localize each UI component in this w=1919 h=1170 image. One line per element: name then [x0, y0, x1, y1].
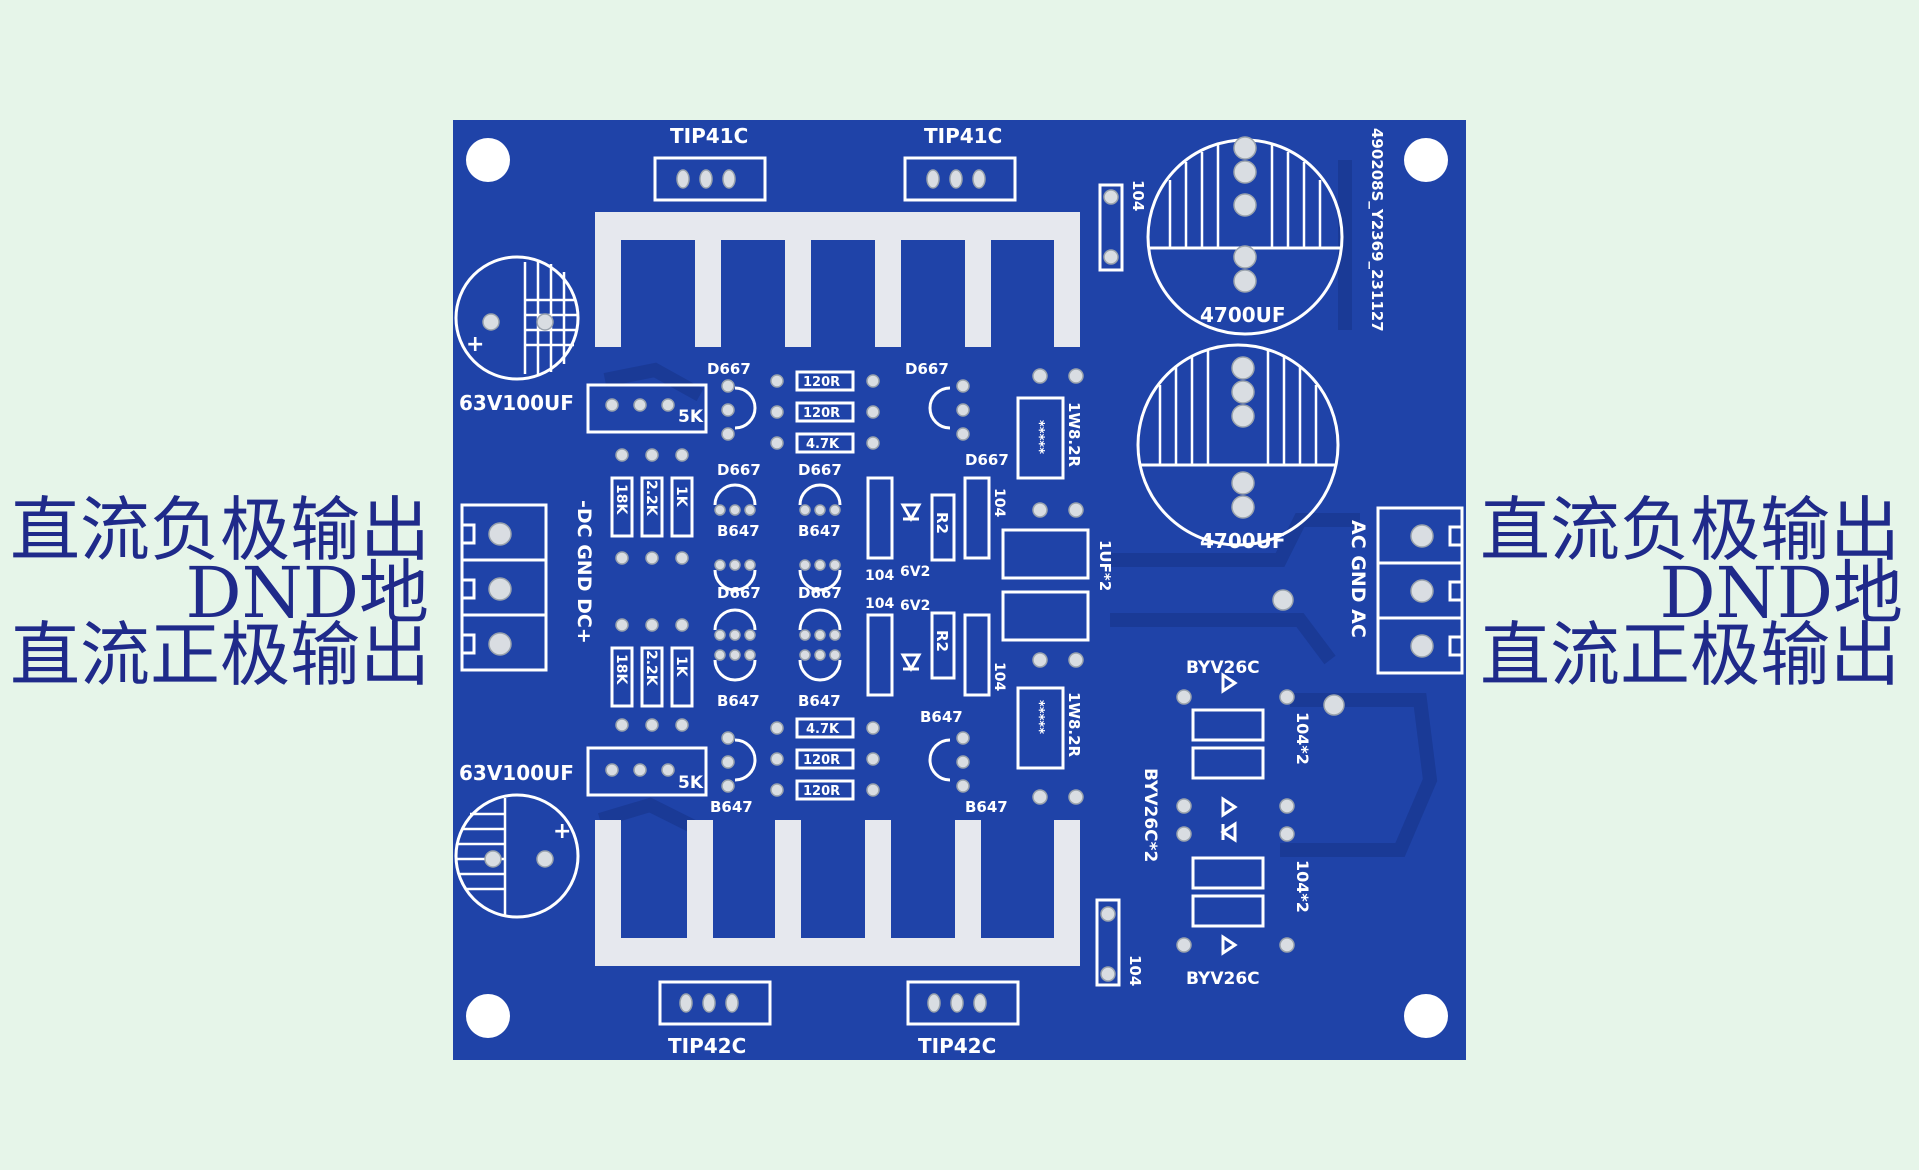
trimmer-5k-top	[586, 383, 708, 434]
rectifier-section	[1176, 589, 1345, 956]
label-r2-top: R2	[933, 512, 951, 534]
label-r1k-bottom: 1K	[673, 656, 689, 678]
cap-63v100uf-bottom	[454, 793, 580, 919]
dc-output-terminal	[460, 503, 548, 672]
small-transistors	[713, 386, 951, 782]
label-104x2-top: 104*2	[1293, 712, 1312, 765]
label-r120-1: 120R	[803, 375, 840, 390]
label-6v2-top: 6V2	[900, 564, 930, 580]
right-label-dc-positive: 直流正极输出	[1480, 614, 1900, 696]
board-id: 490208S_Y2369_231127	[1368, 128, 1386, 332]
right-label-ground: DND地	[1659, 552, 1904, 634]
label-tip41c-left: TIP41C	[670, 124, 748, 148]
label-stars-bottom: *****	[1031, 700, 1046, 734]
label-d667-2: D667	[905, 360, 949, 378]
label-trim-5k-bottom: 5K	[678, 773, 704, 793]
label-d667-1: D667	[707, 360, 751, 378]
label-d667-4: D667	[798, 461, 842, 479]
resistor-stack-top	[770, 370, 880, 454]
heatsink-top	[595, 212, 1080, 347]
label-c104-top: 104	[1129, 180, 1147, 211]
mounting-holes	[466, 138, 1448, 1038]
center-components	[866, 476, 991, 697]
label-ac-terminal: AC GND AC	[1347, 520, 1369, 638]
label-c104-center-bottom: 104	[865, 596, 894, 612]
label-cap-63v100uf-bottom: 63V100UF	[459, 761, 574, 785]
label-r18k-bottom: 18K	[613, 654, 629, 685]
label-1w82r-top: 1W8.2R	[1065, 402, 1083, 468]
label-b647-1: B647	[717, 522, 760, 540]
label-b647-5: B647	[920, 708, 963, 726]
label-r47k-bottom: 4.7K	[806, 722, 840, 737]
label-trim-5k-top: 5K	[678, 407, 704, 427]
label-d667-5: D667	[965, 451, 1009, 469]
right-label-dc-negative: 直流负极输出	[1480, 489, 1900, 571]
label-r47k-top: 4.7K	[806, 437, 840, 452]
label-r22k-bottom: 2.2K	[643, 650, 659, 687]
label-c104-bottom: 104	[1126, 955, 1144, 986]
resistor-stack-bottom	[770, 717, 880, 801]
label-d667-7: D667	[798, 584, 842, 602]
trimmer-5k-bottom	[586, 746, 708, 797]
label-c104-side-top: 104	[991, 488, 1007, 517]
label-c104-side-bottom: 104	[991, 662, 1007, 691]
label-byv26c-x2: BYV26C*2	[1140, 768, 1160, 862]
cap-4700uf-top	[1146, 136, 1344, 336]
resistor-array-left	[610, 448, 694, 732]
label-1uf: 1UF*2	[1096, 540, 1114, 591]
transistor-pads	[714, 379, 970, 793]
cap-1uf-pair	[1001, 528, 1090, 642]
plus-bottom: +	[553, 819, 571, 844]
ac-input-terminal	[1376, 506, 1464, 675]
label-b647-3: B647	[717, 692, 760, 710]
label-r1k-top: 1K	[673, 486, 689, 508]
label-b647-4: B647	[798, 692, 841, 710]
left-label-dc-positive: 直流正极输出	[10, 614, 430, 696]
heatsink-bottom	[595, 820, 1080, 966]
power-resistors	[1016, 368, 1084, 805]
label-b647-6: B647	[710, 798, 753, 816]
label-cap-63v100uf-top: 63V100UF	[459, 391, 574, 415]
label-byv26c-top: BYV26C	[1186, 658, 1260, 678]
label-r120-2: 120R	[803, 406, 840, 421]
label-tip41c-right: TIP41C	[924, 124, 1002, 148]
cap-104-top	[1098, 183, 1124, 272]
label-d667-6: D667	[717, 584, 761, 602]
label-tip42c-left: TIP42C	[668, 1034, 746, 1058]
label-d667-3: D667	[717, 461, 761, 479]
left-label-ground: DND地	[185, 552, 430, 634]
label-byv26c-bottom: BYV26C	[1186, 969, 1260, 989]
copper-traces	[597, 160, 1438, 857]
left-label-dc-negative: 直流负极输出	[10, 489, 430, 571]
label-r2-bottom: R2	[933, 630, 951, 652]
label-104x2-bottom: 104*2	[1293, 860, 1312, 913]
cap-104-bottom	[1095, 898, 1121, 987]
label-cap-4700uf-bottom: 4700UF	[1200, 529, 1286, 553]
label-r120-3: 120R	[803, 753, 840, 768]
cap-4700uf-bottom	[1136, 343, 1340, 547]
label-stars-top: *****	[1031, 420, 1046, 454]
label-1w82r-bottom: 1W8.2R	[1065, 692, 1083, 758]
label-tip42c-right: TIP42C	[918, 1034, 996, 1058]
label-r22k-top: 2.2K	[643, 480, 659, 517]
label-r18k-top: 18K	[613, 484, 629, 515]
label-dc-terminal: -DC GND DC+	[573, 500, 595, 644]
label-cap-4700uf-top: 4700UF	[1200, 303, 1286, 327]
label-c104-center-top: 104	[865, 568, 894, 584]
label-b647-7: B647	[965, 798, 1008, 816]
cap-63v100uf-top	[454, 255, 580, 381]
plus-top: +	[466, 332, 484, 357]
label-6v2-bottom: 6V2	[900, 598, 930, 614]
transistor-footprints	[653, 156, 1020, 1026]
label-r120-4: 120R	[803, 784, 840, 799]
label-b647-2: B647	[798, 522, 841, 540]
